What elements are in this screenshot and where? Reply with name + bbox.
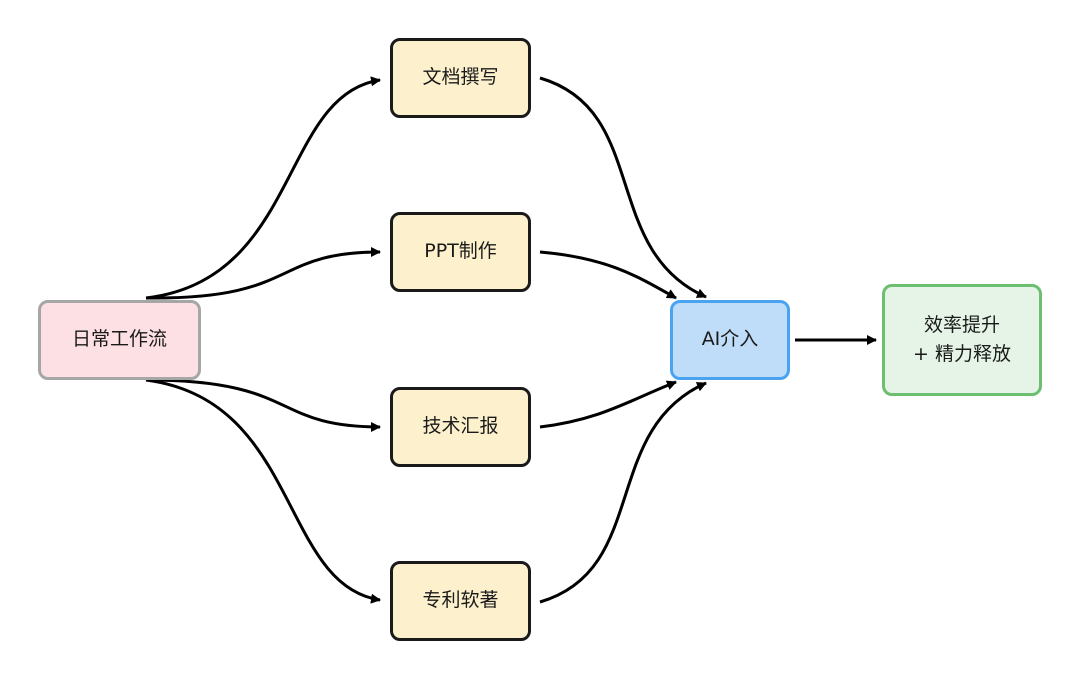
edge-ppt-to-ai (539, 250, 677, 300)
edge-tech-to-ai (539, 380, 677, 429)
node-efficiency-result: 效率提升 + 精力释放 (882, 284, 1042, 396)
edge-source-to-tech (145, 378, 381, 432)
edge-source-to-ppt (145, 247, 381, 300)
edge-doc-to-ai (539, 76, 707, 299)
edge-source-to-doc (145, 76, 381, 300)
node-tech-report: 技术汇报 (390, 387, 531, 467)
node-daily-workflow: 日常工作流 (38, 300, 201, 380)
node-document-writing: 文档撰写 (390, 38, 531, 118)
edge-source-to-patent (145, 378, 381, 604)
node-patent-software: 专利软著 (390, 561, 531, 641)
edge-patent-to-ai (539, 381, 707, 604)
node-ppt-making: PPT制作 (390, 212, 531, 292)
node-ai-intervention: AI介入 (670, 300, 790, 380)
